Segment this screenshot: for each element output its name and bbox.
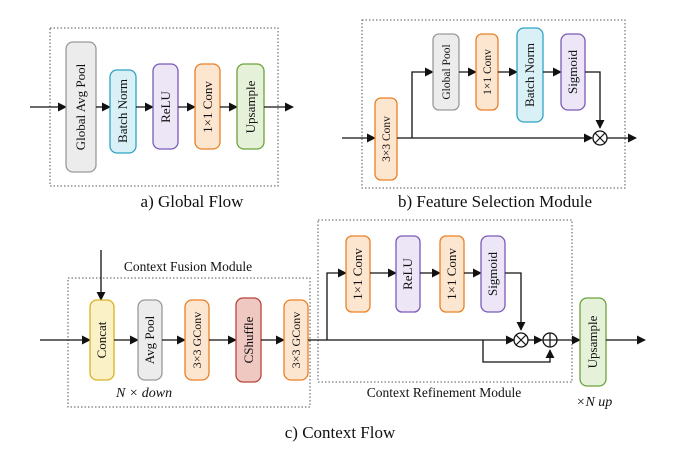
gconv-label-2: 3×3 GConv [289, 312, 303, 368]
cr-relu-block: ReLU [395, 235, 421, 313]
cr-conv1x1-block-2: 1×1 Conv [439, 235, 465, 313]
cr-sigmoid-block: Sigmoid [480, 235, 506, 313]
gconv-block-1: 3×3 GConv [184, 299, 210, 381]
gconv-block-2: 3×3 GConv [283, 299, 309, 381]
context-refinement-frame [317, 219, 573, 383]
cr-conv1x1-label-2: 1×1 Conv [444, 248, 459, 300]
global-flow-caption: a) Global Flow [141, 192, 245, 211]
global-pool-block: Global Pool [432, 33, 460, 111]
global-pool-label: Global Pool [441, 44, 453, 99]
context-flow-caption: c) Context Flow [285, 423, 396, 442]
conv1x1-label: 1×1 Conv [200, 81, 215, 133]
batch-norm-block: Batch Norm [109, 69, 137, 154]
fs-conv1x1-block: 1×1 Conv [475, 33, 499, 111]
conv3x3-block: 3×3 Conv [374, 97, 398, 181]
cf-upsample-label: Upsample [585, 315, 600, 368]
concat-label: Concat [94, 321, 109, 358]
context-fusion-title: Context Fusion Module [124, 259, 252, 274]
upsample-block: Upsample [236, 63, 265, 150]
cr-sigmoid-label: Sigmoid [485, 251, 500, 296]
fs-batch-norm-label: Batch Norm [522, 43, 537, 107]
fs-multiply-icon [592, 130, 608, 146]
conv1x1-block: 1×1 Conv [194, 63, 221, 150]
cshuffle-label: CShuffle [241, 316, 256, 363]
cr-add-icon [542, 332, 558, 348]
context-flow-panel: Context Fusion Module Concat Avg Pool 3×… [40, 219, 646, 442]
relu-label: ReLU [158, 91, 173, 123]
batch-norm-label: Batch Norm [115, 79, 130, 143]
context-refinement-title: Context Refinement Module [367, 385, 521, 400]
concat-block: Concat [89, 299, 115, 381]
sigmoid-label: Sigmoid [565, 49, 580, 94]
relu-block: ReLU [152, 63, 179, 150]
cf-upsample-block: Upsample [579, 297, 607, 387]
fs-conv1x1-label: 1×1 Conv [482, 49, 494, 95]
gconv-label-1: 3×3 GConv [190, 312, 204, 368]
sigmoid-block: Sigmoid [560, 33, 586, 111]
feature-selection-panel: 3×3 Conv Global Pool 1×1 Conv Batch Norm… [342, 19, 637, 211]
cr-conv1x1-label-1: 1×1 Conv [350, 248, 365, 300]
cr-conv1x1-block-1: 1×1 Conv [345, 235, 371, 313]
global-flow-panel: Global Avg Pool Batch Norm ReLU 1×1 Conv… [30, 27, 294, 211]
feature-selection-frame [361, 19, 626, 189]
global-avg-pool-label: Global Avg Pool [73, 63, 88, 150]
cshuffle-block: CShuffle [235, 297, 262, 383]
feature-selection-caption: b) Feature Selection Module [398, 192, 592, 211]
cr-multiply-icon [513, 332, 529, 348]
cr-relu-label: ReLU [400, 258, 415, 290]
fs-batch-norm-block: Batch Norm [516, 27, 544, 123]
avg-pool-block: Avg Pool [137, 299, 163, 381]
conv3x3-label: 3×3 Conv [381, 116, 393, 162]
up-label: ×N up [576, 395, 612, 410]
global-avg-pool-block: Global Avg Pool [65, 41, 97, 173]
upsample-label: Upsample [243, 80, 258, 133]
avg-pool-label: Avg Pool [142, 315, 157, 364]
down-label: N × down [115, 386, 172, 401]
